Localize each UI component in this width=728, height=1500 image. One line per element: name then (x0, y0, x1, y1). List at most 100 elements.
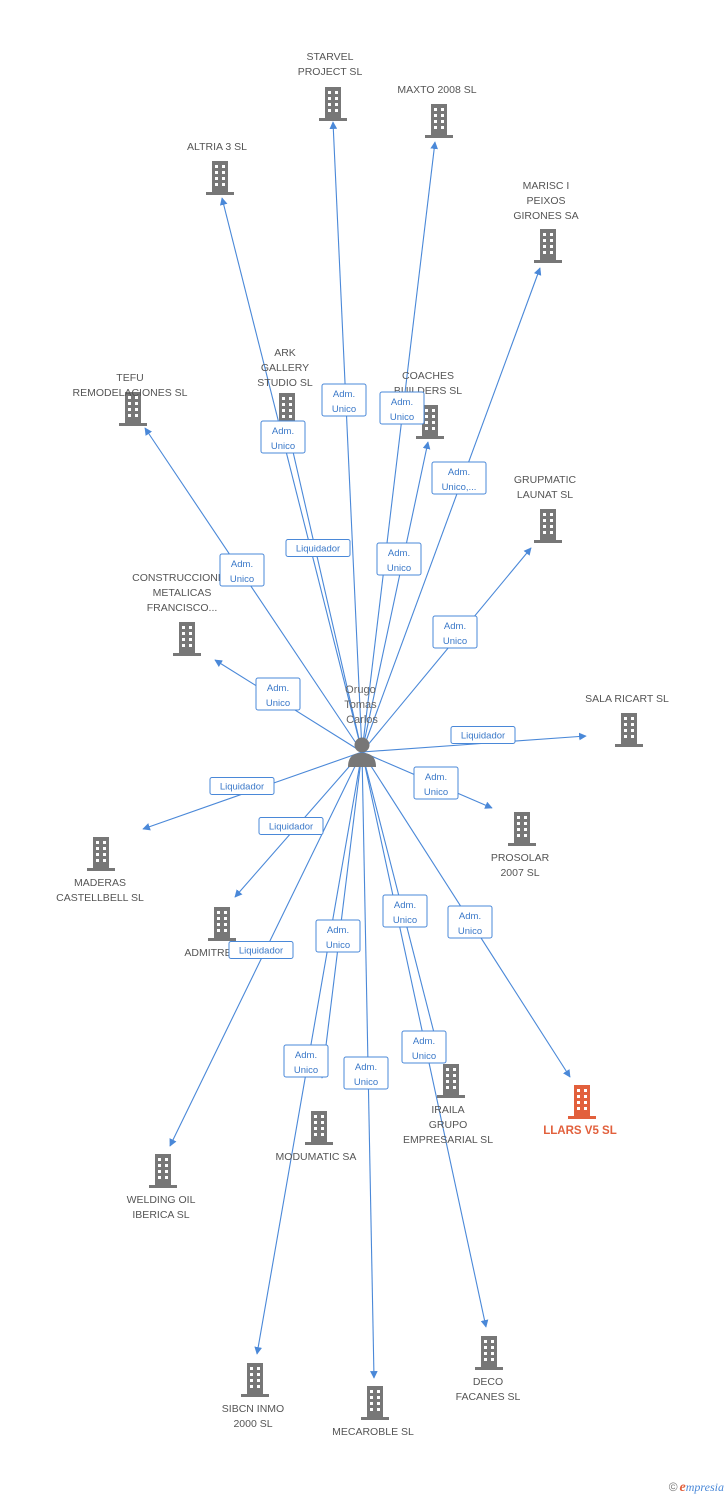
edge-role-line: Adm. (444, 621, 466, 632)
edge-line-marisc (361, 267, 542, 753)
person-name-line: Tomas (344, 699, 377, 711)
person-icon (348, 737, 376, 767)
edge-role-line: Adm. (413, 1036, 435, 1047)
company-node-admitre[interactable]: ADMITRE (184, 907, 236, 959)
company-node-tefu[interactable]: TEFU REMODELACIONES SL (73, 372, 188, 426)
company-name: TEFU REMODELACIONES SL (73, 372, 188, 399)
edge-role-text: Adm. Unico (230, 559, 254, 585)
edge-role-badge-ark[interactable]: Liquidador (285, 539, 351, 557)
edge-role-line: Unico (332, 404, 356, 415)
building-icon (208, 907, 236, 941)
edge-line-ark (285, 429, 363, 753)
edge-role-line: Liquidador (269, 822, 313, 833)
edge-role-badge-altria[interactable]: Adm.Unico (260, 420, 306, 454)
edge-role-badge-frame (343, 1056, 389, 1090)
edge-role-badge-admitre[interactable]: Liquidador (258, 817, 324, 835)
edge-role-badge-maderas[interactable]: Liquidador (209, 777, 275, 795)
edge-line-coaches (361, 441, 431, 753)
edge-role-line: Adm. (272, 426, 294, 437)
edge-role-badge-maxto[interactable]: Adm.Unico (379, 391, 425, 425)
edge-role-text: Adm.Unico (332, 389, 356, 415)
edge-role-badge-construcciones[interactable]: Adm.Unico (255, 677, 301, 711)
building-icon (534, 509, 562, 543)
company-name: MODUMATIC SA (276, 1151, 357, 1163)
company-node-altria[interactable]: ALTRIA 3 SL (187, 141, 247, 195)
building-icon (87, 837, 115, 871)
edge-role-badge-salaricart[interactable]: Liquidador (450, 726, 516, 744)
edge-role-line: Adm. (295, 1050, 317, 1061)
company-name-line: REMODELACIONES SL (73, 387, 188, 399)
edge-line-tefu (144, 427, 363, 753)
company-node-salaricart[interactable]: SALA RICART SL (585, 693, 669, 747)
edge-role-line: Unico (326, 940, 350, 951)
edge-role-badge-frame (379, 391, 425, 425)
company-name-line: PROSOLAR (491, 852, 550, 864)
edge-role-line: Adm. (391, 397, 413, 408)
company-name: MARISC I PEIXOS GIRONES SA (513, 180, 578, 222)
edge-role-badge-tefu[interactable]: Adm. Unico (219, 553, 265, 587)
edge-role-line: Adm. (394, 900, 416, 911)
edge-role-line: Unico (266, 698, 290, 709)
edge-role-badge-iraila[interactable]: Adm.Unico (401, 1030, 447, 1064)
edge-role-text: Adm.Unico (266, 683, 290, 709)
edge-role-badge-deco[interactable]: Adm. Unico (382, 894, 428, 928)
company-name: SALA RICART SL (585, 693, 669, 705)
company-node-modumatic[interactable]: MODUMATIC SA (276, 1111, 357, 1163)
edge-role-badge-grupmatic[interactable]: Adm.Unico (432, 615, 478, 649)
building-icon (149, 1154, 177, 1188)
edge-role-text: Liquidador (220, 782, 264, 793)
company-name: MAXTO 2008 SL (397, 84, 476, 96)
edge-role-badge-frame (450, 726, 516, 744)
edge-role-line: Unico (393, 915, 417, 926)
edge-role-badge-prosolar[interactable]: Adm.Unico (413, 766, 459, 800)
company-name-line: GRUPO (429, 1119, 468, 1131)
building-icon (437, 1064, 465, 1098)
edge-role-text: Liquidador (239, 946, 283, 957)
edge-role-line: Unico (230, 574, 254, 585)
company-node-llars[interactable]: LLARS V5 SL (543, 1085, 617, 1137)
edge-role-badge-llars[interactable]: Adm.Unico (447, 905, 493, 939)
edge-role-badge-mecaroble[interactable]: Adm.Unico (343, 1056, 389, 1090)
company-node-marisc[interactable]: MARISC I PEIXOS GIRONES SA (513, 180, 579, 263)
edge-role-line: Adm. (425, 772, 447, 783)
company-node-maxto[interactable]: MAXTO 2008 SL (397, 84, 477, 138)
edge-line-maxto (361, 141, 438, 753)
brand-footer[interactable]: ©empresia (669, 1480, 724, 1496)
copyright-symbol: © (668, 1480, 678, 1494)
edge-role-badge-modumatic[interactable]: Adm.Unico (315, 919, 361, 953)
company-name-line: EMPRESARIAL SL (403, 1134, 493, 1146)
edge-role-badge-coaches[interactable]: Adm.Unico (376, 542, 422, 576)
company-node-mecaroble[interactable]: MECAROBLE SL (332, 1386, 414, 1438)
person-node[interactable]: Orugo Tomas Carlos (344, 684, 379, 767)
edge-role-badge-marisc[interactable]: Adm.Unico,... (431, 461, 487, 495)
company-name-line: TEFU (116, 372, 143, 384)
edge-role-text: Adm.Unico (424, 772, 448, 798)
edge-role-badge-starvel[interactable]: Adm.Unico (321, 383, 367, 417)
building-icon (241, 1363, 269, 1397)
company-name-line: GIRONES SA (513, 210, 578, 222)
edge-role-line: Adm. (231, 559, 253, 570)
edge-role-text: Liquidador (296, 544, 340, 555)
edge-role-line: Unico (354, 1077, 378, 1088)
edge-role-badge-frame (432, 615, 478, 649)
company-name-line: MARISC I (523, 180, 570, 192)
edge-role-badge-sibcn[interactable]: Adm.Unico (283, 1044, 329, 1078)
company-name: LLARS V5 SL (543, 1125, 616, 1137)
company-name-line: PEIXOS (526, 195, 565, 207)
edge-role-badge-welding[interactable]: Liquidador (228, 941, 294, 959)
company-name-line: FACANES SL (456, 1391, 521, 1403)
company-name-line: MAXTO 2008 SL (397, 84, 476, 96)
